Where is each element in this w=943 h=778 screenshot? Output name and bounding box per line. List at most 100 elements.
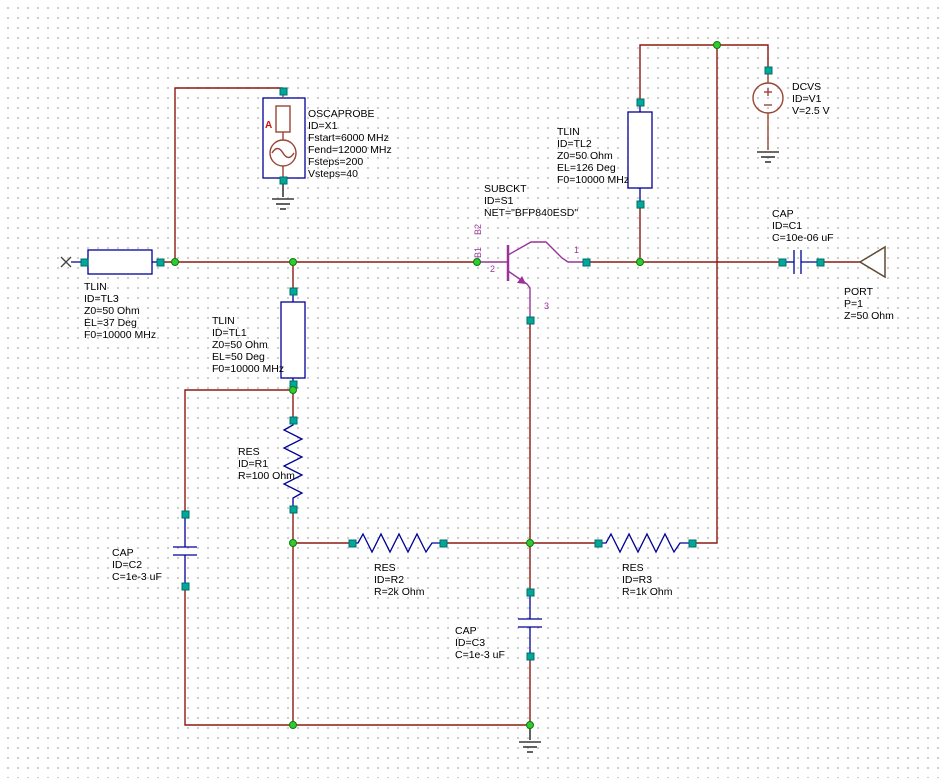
pin-annotation: B1 (473, 247, 483, 258)
ammeter-probe-letter: A (265, 120, 272, 131)
label-line: OSCAPROBE (308, 108, 375, 120)
emitter-arrow-icon (517, 276, 526, 284)
port-label[interactable]: PORT P=1 Z=50 Ohm (844, 286, 894, 322)
r3-label[interactable]: RES ID=R3 R=1k Ohm (622, 562, 672, 598)
label-line: DCVS (792, 81, 822, 93)
r2-symbol[interactable] (350, 532, 445, 554)
pin-square (279, 176, 288, 185)
label-line: Z0=50 Ohm (212, 339, 268, 351)
label-line: NET="BFP840ESD" (484, 207, 579, 219)
tl3-symbol[interactable] (60, 249, 163, 275)
pin-square (636, 200, 645, 209)
r1-label[interactable]: RES ID=R1 R=100 Ohm (238, 446, 295, 482)
label-line: Z0=50 Ohm (84, 305, 140, 317)
tl2-symbol[interactable] (627, 104, 653, 204)
label-line: ID=TL1 (212, 327, 247, 339)
r2-label[interactable]: RES ID=R2 R=2k Ohm (374, 562, 424, 598)
open-node-x-icon (60, 256, 72, 268)
junction-dot (289, 386, 297, 394)
junction-dot (713, 41, 721, 49)
port-symbol[interactable] (858, 245, 886, 279)
pin-square (289, 505, 298, 514)
label-line: ID=V1 (792, 93, 822, 105)
tl1-symbol[interactable] (280, 293, 306, 386)
label-line: CAP (112, 547, 134, 559)
pin-square (526, 316, 535, 325)
label-line: PORT (844, 286, 873, 298)
r3-symbol[interactable] (597, 532, 692, 554)
port-wedge-icon[interactable] (858, 245, 886, 279)
label-line: ID=R3 (622, 574, 653, 586)
ground-symbol[interactable] (519, 725, 541, 753)
label-line: Vsteps=40 (308, 168, 358, 180)
c2-label[interactable]: CAP ID=C2 C=1e-3 uF (112, 547, 162, 583)
label-line: F0=10000 MHz (557, 174, 630, 186)
oscaprobe-label[interactable]: OSCAPROBE ID=X1 Fstart=6000 MHz Fend=120… (308, 108, 392, 180)
pin-square (279, 87, 288, 96)
label-line: C=1e-3 uF (455, 649, 505, 661)
label-line: Z=50 Ohm (844, 310, 894, 322)
ground-symbol[interactable] (757, 151, 779, 163)
dcvs-label[interactable]: DCVS ID=V1 V=2.5 V (792, 81, 830, 117)
c3-label[interactable]: CAP ID=C3 C=1e-3 uF (455, 625, 505, 661)
label-line: CAP (455, 625, 477, 637)
label-line: ID=R1 (238, 458, 269, 470)
oscaprobe-symbol[interactable]: A (262, 92, 306, 179)
c2-symbol[interactable] (173, 516, 197, 584)
r1-symbol[interactable] (282, 418, 304, 511)
label-line: Fend=12000 MHz (308, 144, 392, 156)
label-line: F0=10000 MHz (212, 363, 285, 375)
label-line: R=1k Ohm (622, 586, 673, 598)
label-line: ID=C1 (772, 220, 803, 232)
c1-label[interactable]: CAP ID=C1 C=10e-06 uF (772, 208, 834, 244)
label-line: ID=C2 (112, 559, 143, 571)
wire[interactable] (694, 45, 718, 544)
tl1-body[interactable] (280, 301, 306, 379)
pin-square (80, 258, 89, 267)
tl1-label[interactable]: TLIN ID=TL1 Z0=50 Ohm EL=50 Deg F0=10000… (212, 315, 284, 375)
wire[interactable] (184, 588, 530, 726)
label-line: C=1e-3 uF (112, 571, 162, 583)
dcvs-symbol[interactable] (752, 72, 784, 150)
label-line: ID=TL2 (557, 138, 592, 150)
transistor-symbol[interactable]: 2 1 3 B2 B1 (473, 224, 583, 317)
tl2-label[interactable]: TLIN ID=TL2 Z0=50 Ohm EL=126 Deg F0=1000… (557, 126, 629, 186)
dc-source-icon[interactable] (752, 82, 784, 114)
pin-squares (80, 66, 825, 661)
junction-dot (526, 721, 534, 729)
pin-number-base: 2 (490, 264, 495, 274)
label-line: SUBCKT (484, 183, 527, 195)
wires[interactable] (163, 44, 860, 726)
junction-dot (526, 539, 534, 547)
ground-symbol[interactable] (272, 183, 294, 210)
c1-symbol[interactable] (784, 250, 822, 274)
pin-square (526, 588, 535, 597)
pin-square (181, 582, 190, 591)
junction-dot (289, 539, 297, 547)
wire[interactable] (174, 87, 283, 262)
pin-square (526, 652, 535, 661)
tl3-label[interactable]: TLIN ID=TL3 Z0=50 Ohm EL=37 Deg F0=10000… (84, 281, 156, 341)
subckt-label[interactable]: SUBCKT ID=S1 NET="BFP840ESD" (484, 183, 578, 219)
label-line: C=10e-06 uF (772, 232, 834, 244)
c3-symbol[interactable] (518, 594, 542, 656)
pin-square (636, 98, 645, 107)
tl2-body[interactable] (627, 111, 653, 189)
wire[interactable] (184, 389, 293, 512)
pin-square (688, 539, 697, 548)
junction-dots (171, 41, 721, 729)
wire[interactable] (639, 44, 769, 99)
junction-dot (636, 258, 644, 266)
tl3-body[interactable] (87, 249, 153, 275)
label-line: RES (374, 562, 396, 574)
label-line: ID=S1 (484, 195, 514, 207)
pin-square (778, 258, 787, 267)
label-line: ID=TL3 (84, 293, 119, 305)
label-line: RES (238, 446, 260, 458)
pin-square (348, 539, 357, 548)
label-line: V=2.5 V (792, 105, 830, 117)
pin-number-emitter: 3 (544, 301, 549, 311)
pin-square (594, 539, 603, 548)
